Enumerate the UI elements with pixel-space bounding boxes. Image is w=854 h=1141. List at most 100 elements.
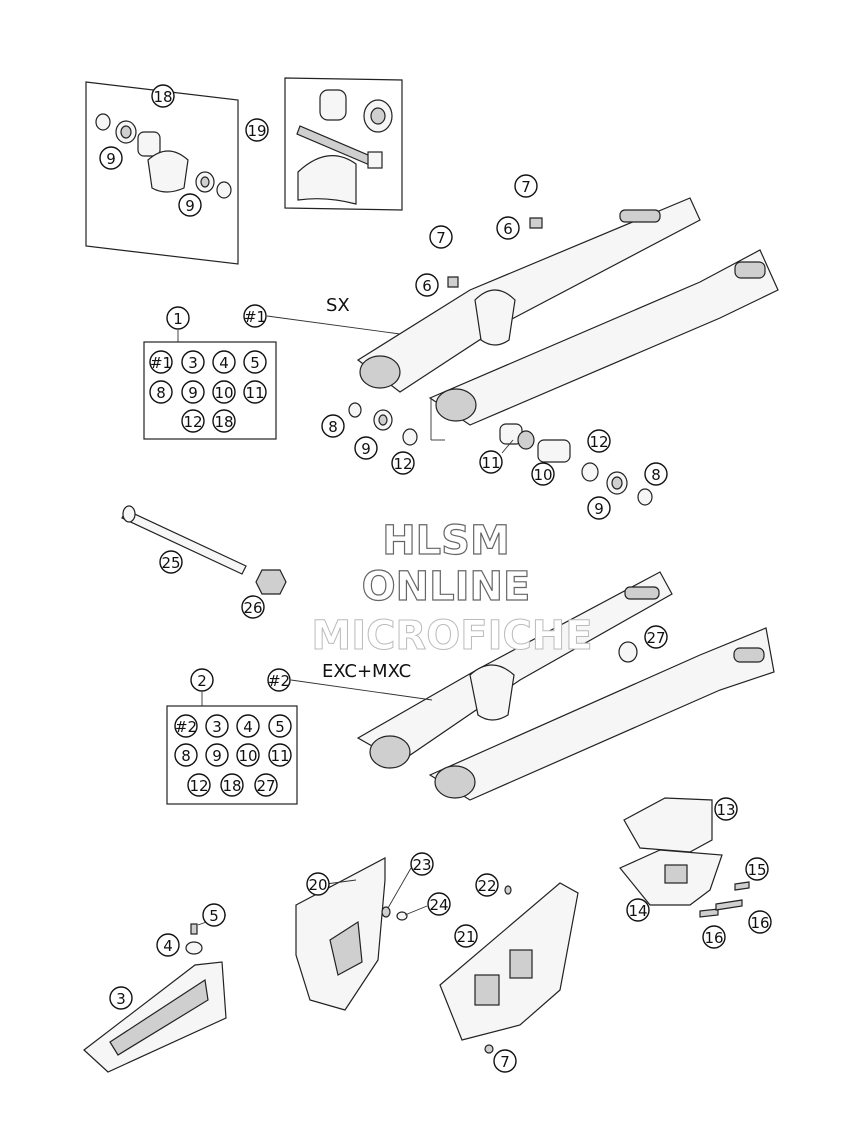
callout-circle [254,773,278,797]
callout-circle [626,898,650,922]
callout-c7-mid: 7 [429,225,453,249]
callout-circle [243,350,267,374]
callout-k1-11: 11 [243,380,267,404]
label-exc-mxc: EXC+MXC [322,661,411,682]
callout-number: 12 [183,413,202,431]
callout-k2-4: 4 [236,714,260,738]
callout-k1-12: 12 [181,409,205,433]
callout-number: 12 [393,455,412,473]
callout-c12-l: 12 [391,451,415,475]
callout-number: 9 [361,440,371,458]
callout-number: 8 [156,384,166,402]
callout-k1-18: 18 [212,409,236,433]
callout-number: 2 [197,672,207,690]
callout-c7-bot: 7 [493,1049,517,1073]
callout-number: 3 [188,354,198,372]
callout-number: 9 [212,747,222,765]
chain-guide [83,923,227,1073]
callout-c8-l: 8 [321,414,345,438]
callout-k2-11: 11 [268,743,292,767]
callout-circle [149,380,173,404]
callout-circle [587,429,611,453]
callout-k2-12: 12 [187,773,211,797]
callout-circle [241,595,265,619]
callout-number: 3 [212,718,222,736]
callout-circle [748,910,772,934]
callout-number: 12 [189,777,208,795]
label-sx: SX [326,295,350,316]
callout-number: 18 [214,413,233,431]
callout-number: 8 [651,466,661,484]
callout-circle [99,146,123,170]
callout-circle [156,933,180,957]
callout-c5: 5 [202,903,226,927]
callout-c1: 1 [166,306,190,330]
callout-circle [268,743,292,767]
callout-number: 27 [646,629,665,647]
callout-number: 14 [628,902,647,920]
callout-number: 10 [238,747,257,765]
callout-c27-top: 27 [644,625,668,649]
callout-c6-top: 6 [496,216,520,240]
callout-number: 7 [500,1053,510,1071]
callout-circle [410,852,434,876]
swingarm-exc-mxc [356,571,775,801]
callout-k2-27: 27 [254,773,278,797]
callout-number: 3 [116,990,126,1008]
callout-circle [644,462,668,486]
chain-slider [619,797,750,918]
callout-circle [149,350,173,374]
callout-number: 7 [436,229,446,247]
callout-circle [109,986,133,1010]
callout-c12-r: 12 [587,429,611,453]
callout-circle [190,668,214,692]
callout-number: 18 [222,777,241,795]
callout-number: 8 [328,418,338,436]
callout-number: #1 [244,308,266,326]
kit-19-parts [296,89,393,205]
callout-number: 11 [481,454,500,472]
callout-k2-9: 9 [205,743,229,767]
callout-k1-5: 5 [243,350,267,374]
callout-c8-r: 8 [644,462,668,486]
callout-circle [454,924,478,948]
callout-circle [714,797,738,821]
callout-circle [178,193,202,217]
kit-18-box [85,81,239,265]
callout-c26: 26 [241,595,265,619]
callout-k1-10: 10 [212,380,236,404]
callout-c24: 24 [427,892,451,916]
callout-number: 10 [214,384,233,402]
callout-circle [514,174,538,198]
callout-circle [321,414,345,438]
callout-circle [212,380,236,404]
callout-c-h2: #2 [267,668,291,692]
callout-c15: 15 [745,857,769,881]
callout-number: #1 [150,354,172,372]
callout-number: 22 [477,877,496,895]
sx-bearings [348,217,653,506]
callout-number: 19 [247,122,266,140]
callout-number: 12 [589,433,608,451]
callout-k2-8: 8 [174,743,198,767]
callout-number: 9 [594,500,604,518]
callout-number: 5 [250,354,260,372]
callout-number: 6 [422,277,432,295]
callout-circle [702,925,726,949]
callout-circle [587,496,611,520]
callout-number: 1 [173,310,183,328]
callout-c6-mid: 6 [415,273,439,297]
callout-c2: 2 [190,668,214,692]
callout-c9-a: 9 [99,146,123,170]
callout-circle [151,84,175,108]
kit-19-box [284,77,403,211]
swingarm-axle [121,505,287,595]
callout-c-h1: #1 [243,304,267,328]
callout-c22: 22 [475,873,499,897]
callout-c19: 19 [245,118,269,142]
callout-circle [174,743,198,767]
callout-c13: 13 [714,797,738,821]
callout-circle [181,350,205,374]
callout-circle [496,216,520,240]
